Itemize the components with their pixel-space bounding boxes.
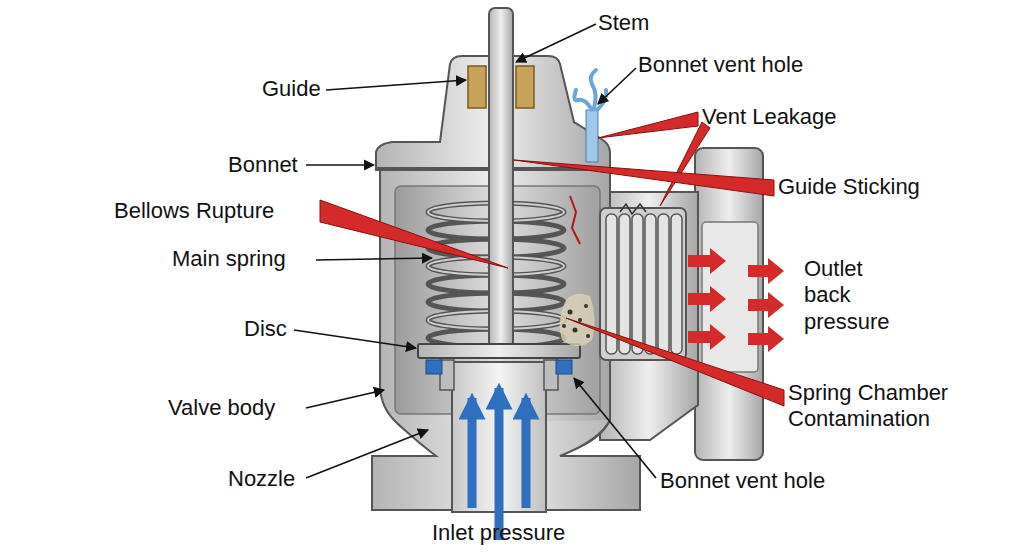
part-label: Valve body [168, 395, 275, 421]
bellows-rib [671, 214, 682, 354]
failure-pointer [514, 160, 774, 196]
leader-line [316, 258, 432, 260]
inlet-arrow [468, 398, 477, 508]
failure-pointer [598, 112, 698, 138]
vent-hole [586, 110, 598, 162]
leader-line [516, 24, 596, 62]
failure-label: Bellows Rupture [114, 198, 274, 224]
bellows-rib [658, 214, 669, 354]
leader-line [326, 80, 466, 90]
bellows-rib [645, 214, 656, 354]
contamination-particle [573, 328, 578, 333]
contamination-particle [562, 324, 566, 328]
outlet-body [600, 192, 698, 440]
guide [516, 66, 534, 108]
part-label: Outlet back pressure [804, 256, 914, 335]
part-label: Disc [244, 316, 287, 342]
outlet-arrow [688, 324, 726, 350]
vent-spray [574, 90, 592, 110]
leader-line [306, 164, 374, 166]
stem [489, 8, 513, 348]
inlet-arrow [495, 388, 504, 540]
contamination-particle [584, 304, 588, 308]
contamination-particle [568, 310, 573, 315]
part-label: Stem [598, 10, 649, 36]
failure-label: Spring Chamber Contamination [788, 380, 993, 433]
contamination [560, 294, 595, 346]
crack [570, 196, 580, 244]
outlet-arrow [688, 286, 726, 312]
bellows-rib [632, 214, 643, 354]
part-label: Bonnet [228, 152, 298, 178]
part-label: Main spring [172, 246, 286, 272]
part-label: Inlet pressure [432, 520, 565, 546]
failure-label: Vent Leakage [702, 104, 837, 130]
guide [468, 66, 486, 108]
vent-spray [591, 70, 596, 108]
part-label: Guide [262, 76, 321, 102]
leader-line [574, 378, 656, 478]
contamination-particle [586, 334, 590, 338]
leader-line [598, 68, 636, 104]
outlet-arrow [688, 248, 726, 274]
failure-pointer [566, 318, 784, 406]
disc [418, 344, 580, 358]
leader-line [306, 430, 428, 478]
bellows-rib [619, 214, 630, 354]
seat-ring [556, 360, 572, 374]
part-label: Bonnet vent hole [638, 52, 803, 78]
crack [620, 204, 646, 214]
seat-ring [426, 360, 442, 374]
leader-lines [294, 24, 656, 478]
failure-pointer [660, 122, 710, 206]
leader-line [294, 330, 416, 348]
outlet-arrow [748, 258, 784, 284]
failure-label: Guide Sticking [778, 174, 920, 200]
part-label: Bonnet vent hole [660, 468, 825, 494]
outlet-arrow [748, 292, 784, 318]
leader-line [306, 390, 384, 408]
part-label: Nozzle [228, 466, 295, 492]
contamination-particle [578, 318, 582, 322]
outlet-arrow [748, 326, 784, 352]
inlet-arrow [522, 398, 531, 508]
